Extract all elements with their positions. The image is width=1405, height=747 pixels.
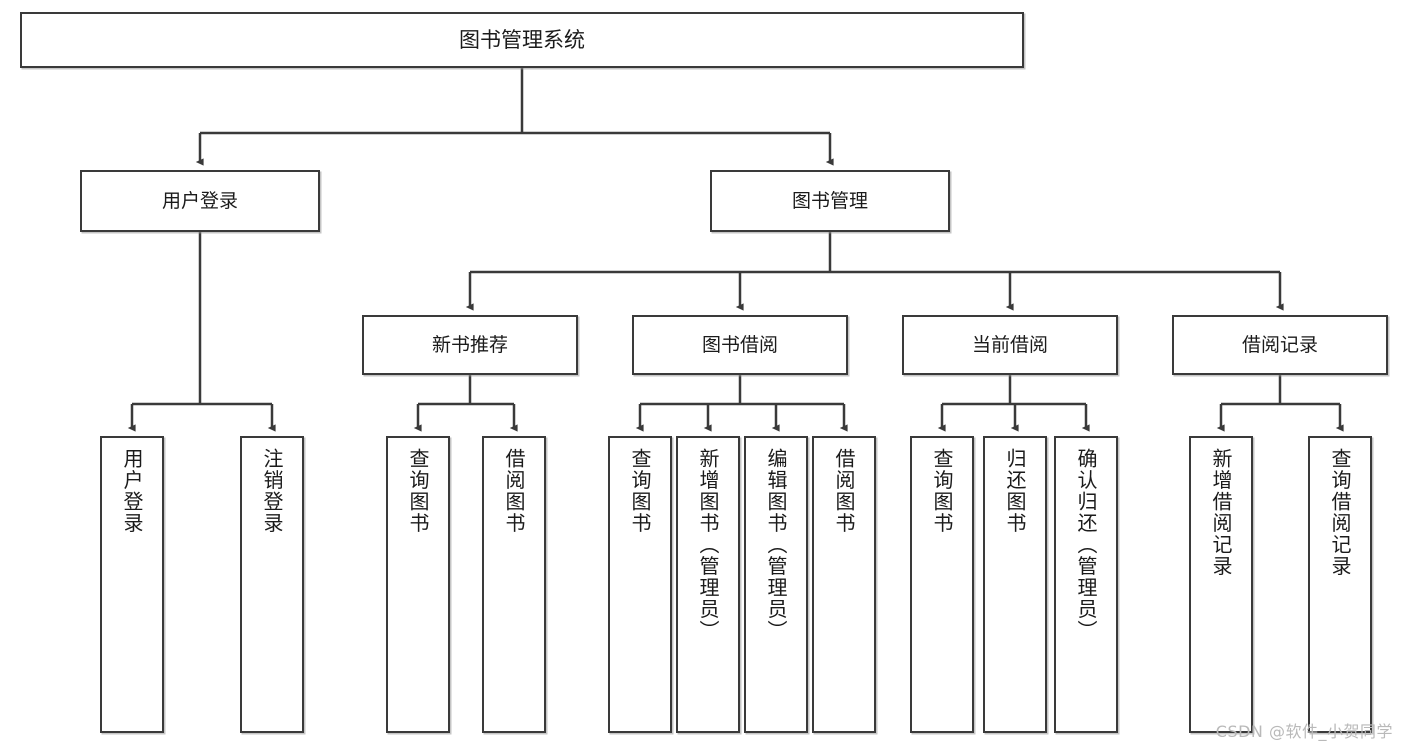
- node-user-login[interactable]: 用户登录: [80, 170, 320, 232]
- node-new-book-recommend[interactable]: 新书推荐: [362, 315, 578, 375]
- node-leaf-add-borrow-record[interactable]: 新增借阅记录: [1189, 436, 1253, 733]
- node-leaf-label: 借阅图书: [832, 448, 856, 534]
- node-leaf-label: 确认归还（管理员）: [1074, 448, 1098, 642]
- node-leaf-label: 借阅图书: [502, 448, 526, 534]
- node-new-book-recommend-label: 新书推荐: [431, 333, 508, 356]
- node-leaf-query-books-newbook[interactable]: 查询图书: [386, 436, 450, 733]
- node-leaf-label: 编辑图书（管理员）: [764, 448, 788, 642]
- node-book-management[interactable]: 图书管理: [710, 170, 950, 232]
- node-leaf-label: 用户登录: [120, 448, 144, 534]
- node-leaf-label: 注销登录: [260, 448, 284, 534]
- node-leaf-label: 新增图书（管理员）: [696, 448, 720, 642]
- node-leaf-label: 归还图书: [1003, 448, 1027, 534]
- node-leaf-borrow-books[interactable]: 借阅图书: [812, 436, 876, 733]
- node-leaf-query-borrow-record[interactable]: 查询借阅记录: [1308, 436, 1372, 733]
- node-leaf-borrow-books-newbook[interactable]: 借阅图书: [482, 436, 546, 733]
- node-leaf-edit-book-admin[interactable]: 编辑图书（管理员）: [744, 436, 808, 733]
- node-leaf-label: 查询借阅记录: [1328, 448, 1352, 577]
- node-book-management-label: 图书管理: [791, 189, 868, 212]
- node-current-borrow[interactable]: 当前借阅: [902, 315, 1118, 375]
- node-borrow-record-label: 借阅记录: [1241, 333, 1318, 356]
- node-leaf-return-books[interactable]: 归还图书: [983, 436, 1047, 733]
- node-leaf-label: 查询图书: [406, 448, 430, 534]
- node-leaf-confirm-return-admin[interactable]: 确认归还（管理员）: [1054, 436, 1118, 733]
- node-leaf-user-login[interactable]: 用户登录: [100, 436, 164, 733]
- node-leaf-query-books-current[interactable]: 查询图书: [910, 436, 974, 733]
- node-leaf-logout[interactable]: 注销登录: [240, 436, 304, 733]
- node-borrow-record[interactable]: 借阅记录: [1172, 315, 1388, 375]
- watermark: CSDN @软件_小贺同学: [1215, 722, 1393, 741]
- node-leaf-label: 新增借阅记录: [1209, 448, 1233, 577]
- node-user-login-label: 用户登录: [161, 189, 238, 212]
- node-leaf-query-books-borrow[interactable]: 查询图书: [608, 436, 672, 733]
- node-book-borrow-label: 图书借阅: [701, 333, 778, 356]
- node-leaf-add-book-admin[interactable]: 新增图书（管理员）: [676, 436, 740, 733]
- node-root-label: 图书管理系统: [459, 27, 585, 52]
- node-leaf-label: 查询图书: [930, 448, 954, 534]
- node-leaf-label: 查询图书: [628, 448, 652, 534]
- node-book-borrow[interactable]: 图书借阅: [632, 315, 848, 375]
- node-current-borrow-label: 当前借阅: [971, 333, 1048, 356]
- node-root[interactable]: 图书管理系统: [20, 12, 1024, 68]
